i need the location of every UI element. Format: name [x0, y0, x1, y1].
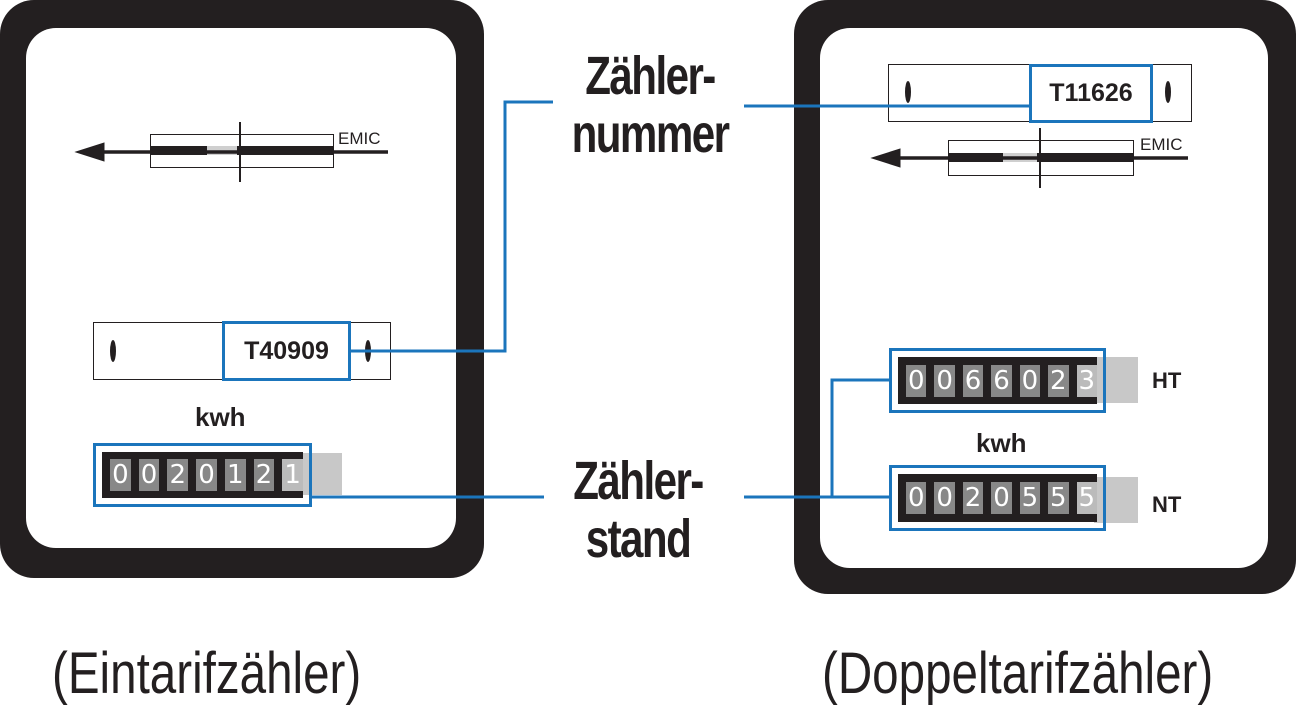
screw-slot	[110, 340, 116, 362]
ht-digit: 0	[934, 364, 955, 397]
meter-reading-label: Zähler- stand	[544, 452, 731, 568]
counter-tail	[1094, 357, 1138, 403]
ht-digit: 6	[991, 364, 1012, 397]
meter-number-box: T40909	[222, 321, 351, 381]
rotation-arrow	[74, 142, 388, 162]
ht-digit: 2	[1048, 364, 1069, 397]
single-tariff-meter	[0, 0, 484, 578]
ht-label: HT	[1152, 368, 1182, 393]
nt-digit: 0	[991, 482, 1012, 514]
meter-reading-branch	[830, 378, 889, 497]
unit-label: kwh	[195, 402, 246, 432]
nt-digit: 5	[1019, 482, 1041, 514]
meter-reading-label-line1: Zähler-	[573, 451, 704, 511]
nt-digit: 2	[962, 482, 984, 514]
nt-digit: 0	[934, 482, 955, 514]
reading-digit: 1	[224, 459, 246, 491]
dual-tariff-caption: (Doppeltarifzähler)	[822, 641, 1214, 706]
reading-digit: 2	[253, 459, 275, 491]
unit-label: kwh	[976, 428, 1027, 458]
meter-number-box: T11626	[1029, 64, 1153, 123]
screw-slot	[1165, 81, 1171, 103]
screw-slot	[905, 81, 911, 103]
brand-label: EMIC	[338, 129, 381, 148]
counter-tail	[300, 453, 342, 495]
nt-digit: 5	[1076, 482, 1097, 514]
rotation-arrow	[870, 148, 1188, 168]
reading-digit: 0	[110, 459, 131, 491]
reading-digit: 0	[138, 459, 160, 491]
ht-digit: 0	[906, 364, 927, 397]
meter-number-label-line1: Zähler-	[585, 46, 716, 106]
meter-number-connector-left	[351, 100, 553, 353]
meter-number-label-line2: nummer	[571, 104, 730, 164]
counter-tail	[1094, 477, 1138, 523]
single-tariff-caption: (Eintarifzähler)	[52, 641, 362, 706]
reading-digit: 0	[196, 459, 217, 491]
brand-label: EMIC	[1140, 135, 1183, 154]
ht-digit: 0	[1019, 364, 1041, 397]
meter-number-label: Zähler- nummer	[556, 47, 743, 163]
reading-digit: 1	[282, 459, 304, 491]
nt-label: NT	[1152, 492, 1182, 517]
nt-digit: 5	[1048, 482, 1069, 514]
reading-digit: 2	[167, 459, 189, 491]
meter-reading-label-line2: stand	[585, 509, 692, 569]
nt-digit: 0	[906, 482, 927, 514]
ht-digit: 3	[1076, 364, 1097, 397]
ht-digit: 6	[962, 364, 984, 397]
